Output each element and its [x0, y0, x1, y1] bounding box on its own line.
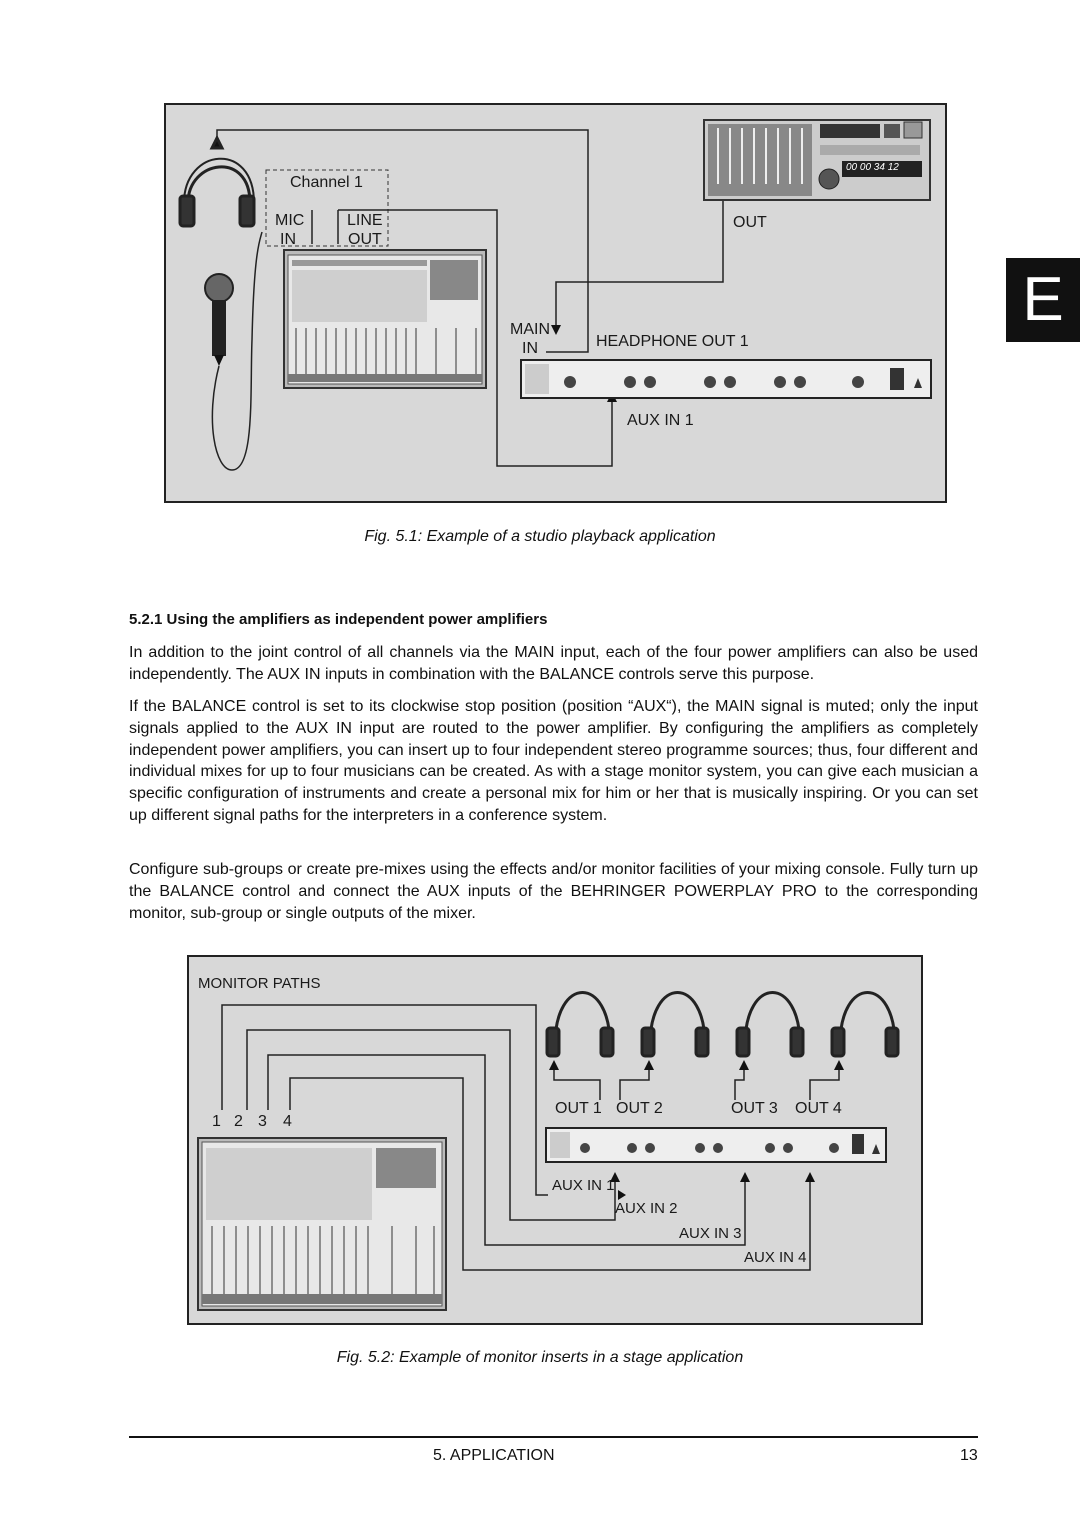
mixing-console [197, 1137, 447, 1311]
mixing-console [283, 249, 487, 389]
main-label: MAIN [510, 321, 550, 338]
path-4-label: 4 [283, 1113, 292, 1130]
headphones-icon [640, 991, 710, 1058]
section-tab: E [1006, 258, 1080, 342]
microphone-icon [204, 231, 263, 471]
headphones-icon [830, 991, 900, 1058]
line-out-label: OUT [348, 231, 382, 248]
headphones-icon [735, 991, 805, 1058]
path-1-label: 1 [212, 1113, 221, 1130]
out2-label: OUT 2 [616, 1100, 663, 1117]
out-label: OUT [733, 214, 767, 231]
headphones-icon [545, 991, 615, 1058]
power-amplifier [545, 1127, 887, 1163]
path-2-label: 2 [234, 1113, 243, 1130]
power-amplifier [520, 359, 932, 399]
mic-in-label: IN [280, 231, 296, 248]
figure2-caption: Fig. 5.2: Example of monitor inserts in … [336, 1349, 744, 1366]
out4-label: OUT 4 [795, 1100, 842, 1117]
main-in-label: IN [522, 340, 538, 357]
channel-label: Channel 1 [290, 174, 363, 191]
out3-label: OUT 3 [731, 1100, 778, 1117]
headphones-icon [178, 134, 256, 228]
paragraph-2: If the BALANCE control is set to its clo… [129, 698, 978, 824]
aux2-label: AUX IN 2 [615, 1200, 678, 1217]
paragraph-1: In addition to the joint control of all … [129, 644, 978, 683]
mic-label: MIC [275, 212, 305, 229]
line-label: LINE [347, 212, 383, 229]
headphone-out-label: HEADPHONE OUT 1 [596, 333, 749, 350]
multitrack-recorder [703, 119, 931, 201]
recorder-display: 00 00 34 12 [846, 162, 899, 173]
aux1-label: AUX IN 1 [552, 1177, 615, 1194]
figure1-caption: Fig. 5.1: Example of a studio playback a… [364, 528, 716, 545]
aux3-label: AUX IN 3 [679, 1225, 742, 1242]
monitor-paths-label: MONITOR PATHS [198, 975, 321, 992]
footer-rule [129, 1436, 978, 1438]
paragraph-3: Configure sub-groups or create pre-mixes… [129, 861, 978, 922]
out1-label: OUT 1 [555, 1100, 602, 1117]
path-3-label: 3 [258, 1113, 267, 1130]
aux-in-label: AUX IN 1 [627, 412, 694, 429]
footer-section: 5. APPLICATION [433, 1447, 555, 1464]
page-number: 13 [960, 1447, 978, 1464]
aux4-label: AUX IN 4 [744, 1249, 807, 1266]
section-heading: 5.2.1 Using the amplifiers as independen… [129, 611, 548, 628]
